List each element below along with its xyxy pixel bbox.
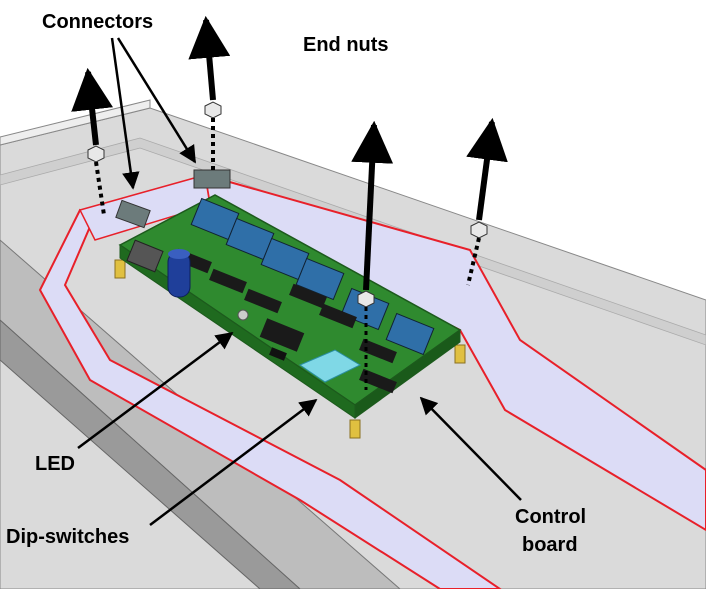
standoffs — [114, 259, 466, 439]
led — [237, 309, 249, 321]
arrow-icon — [188, 15, 231, 101]
label-connectors: Connectors — [42, 11, 153, 33]
end-nuts — [87, 101, 488, 308]
label-led: LED — [35, 453, 75, 475]
arrow-icon — [466, 117, 508, 221]
label-control-line2: board — [522, 534, 578, 556]
hex-nut-icon — [470, 221, 488, 239]
label-control-line1: Control — [515, 506, 586, 528]
dip-switch-block — [298, 349, 362, 383]
arrow-icon — [71, 67, 113, 146]
label-dip-switches: Dip-switches — [6, 526, 129, 548]
capacitor — [167, 249, 191, 298]
label-end-nuts: End nuts — [303, 34, 389, 56]
pointer-arrows — [77, 37, 522, 526]
hex-nut-icon — [87, 145, 105, 163]
board-connectors — [126, 197, 435, 356]
arrow-icon — [351, 120, 394, 291]
ic-chips — [174, 248, 397, 394]
hex-nut-icon — [357, 290, 375, 308]
connector-tabs — [115, 169, 231, 229]
lift-arrows — [71, 15, 508, 390]
hex-nut-icon — [204, 101, 222, 119]
